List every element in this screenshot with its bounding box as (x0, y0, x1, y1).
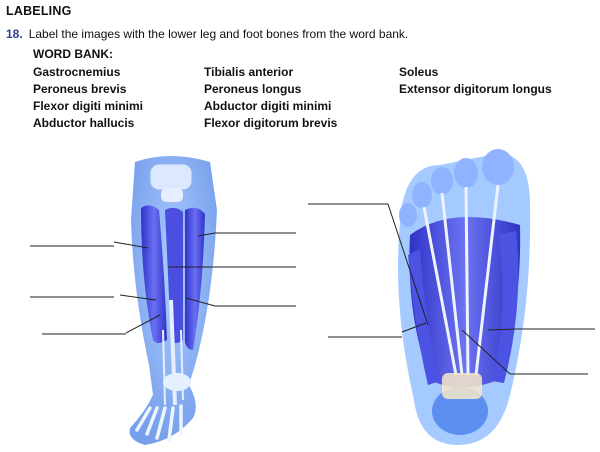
word-bank-term: Flexor digitorum brevis (204, 116, 338, 130)
leg-muscle (141, 205, 167, 343)
question-text: Label the images with the lower leg and … (28, 27, 409, 41)
toe (454, 158, 478, 188)
tendon (162, 329, 166, 406)
word-bank-term: Flexor digiti minimi (33, 99, 144, 113)
word-bank-term: Extensor digitorum longus (399, 82, 552, 96)
word-bank-term: Gastrocnemius (33, 65, 121, 79)
word-bank-term: Peroneus longus (204, 82, 302, 96)
toe (431, 167, 453, 195)
word-bank-column-1: Gastrocnemius Peroneus brevis Flexor dig… (33, 64, 143, 132)
word-bank-term: Peroneus brevis (33, 82, 127, 96)
leader-line (461, 329, 511, 375)
leg-muscle (185, 207, 205, 350)
leader-line (401, 322, 427, 333)
word-bank-term: Tibialis anterior (204, 65, 294, 79)
word-bank-term: Abductor hallucis (33, 116, 135, 130)
leg-muscle (165, 207, 183, 343)
lower-leg-illustration (129, 156, 217, 445)
word-bank-title: WORD BANK: (33, 47, 113, 61)
heel-pad (442, 373, 482, 399)
leader-line (119, 294, 157, 301)
tendon (422, 184, 500, 376)
word-bank-term: Abductor digiti minimi (204, 99, 332, 113)
word-bank-column-2: Tibialis anterior Peroneus longus Abduct… (204, 64, 337, 132)
question-number: 18. (6, 27, 23, 41)
question: 18. Label the images with the lower leg … (6, 27, 408, 41)
word-bank-column-3: Soleus Extensor digitorum longus (399, 64, 552, 98)
ankle-bone (163, 373, 191, 391)
foot-muscle (408, 249, 440, 385)
leader-line (197, 232, 216, 237)
foot-illustration (398, 149, 531, 445)
leader-line (125, 314, 161, 334)
toe (482, 149, 514, 185)
leader-line (487, 328, 516, 331)
toe (399, 203, 417, 227)
section-title: LABELING (6, 4, 72, 18)
leader-line (113, 241, 149, 249)
leader-line (387, 203, 429, 326)
knee-bone (161, 188, 183, 202)
foot-bone (135, 404, 183, 442)
foot-muscle (492, 231, 519, 383)
foot-muscle (409, 217, 521, 388)
toe (412, 182, 432, 208)
leader-line (185, 297, 216, 307)
word-bank-term: Soleus (399, 65, 439, 79)
